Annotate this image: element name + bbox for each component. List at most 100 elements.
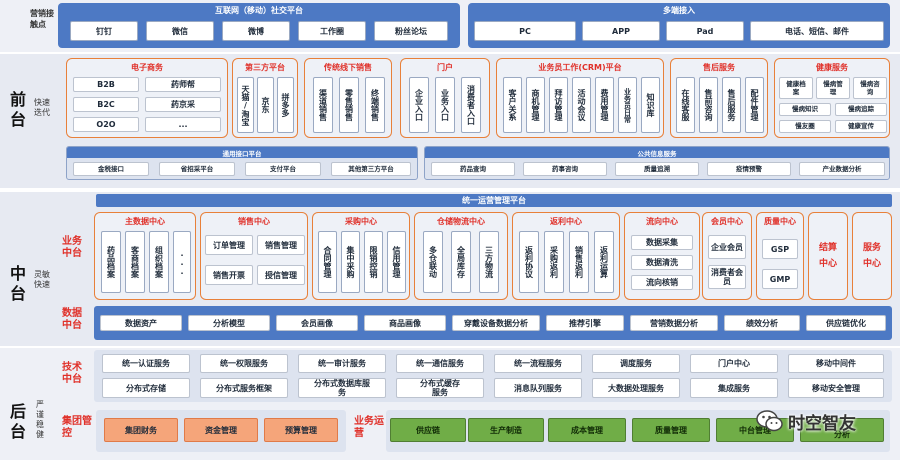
- data-item: 会员画像: [276, 315, 358, 331]
- multi-access-title: 多端接入: [663, 6, 695, 15]
- interface-item: 金税接口: [73, 162, 149, 176]
- crm-item: 知识库: [641, 77, 660, 133]
- flow-center: 流向中心 数据采集 数据清洗 流向核销: [624, 212, 700, 300]
- aftersale-item: 售后服务: [722, 77, 741, 133]
- ecommerce-item: O2O: [73, 117, 139, 132]
- flow-item: 数据采集: [631, 235, 693, 250]
- aftersale-item: 售前咨询: [699, 77, 718, 133]
- service-center: 服务中心: [852, 212, 892, 300]
- quality-center: 质量中心 GSP GMP: [756, 212, 804, 300]
- tech-item: 门户中心: [690, 354, 778, 373]
- social-item: 工作圈: [298, 21, 366, 41]
- social-item: 微博: [222, 21, 290, 41]
- access-item: APP: [582, 21, 660, 41]
- master-item: 药品档案: [101, 231, 121, 293]
- panel-title: 流向中心: [646, 217, 678, 226]
- common-interface-platform: 通用接口平台 金税接口 省招采平台 支付平台 其他第三方平台: [66, 146, 418, 180]
- social-item: 钉钉: [70, 21, 138, 41]
- health-item: 慢病知识: [779, 103, 831, 116]
- ops-item: 供应链: [390, 418, 466, 442]
- portal-panel: 门户 企业入口 业务入口 消费者入口: [400, 58, 490, 138]
- data-item: 分析模型: [188, 315, 270, 331]
- public-info-service: 公共信息服务 药品查询 药事咨询 质量追溯 疫情预警 产业数据分析: [424, 146, 890, 180]
- tech-item: 消息队列服务: [494, 378, 582, 398]
- health-item: 慢病管理: [816, 77, 850, 99]
- health-item: 健康宣传: [835, 120, 887, 133]
- member-center: 会员中心 企业会员 消费者会员: [702, 212, 752, 300]
- rebate-item: 返利运算: [594, 231, 614, 293]
- panel-title: 门户: [437, 63, 453, 72]
- sales-item: 销售开票: [205, 265, 253, 285]
- social-platform-title: 互联网（移动）社交平台: [215, 6, 303, 15]
- portal-item: 企业入口: [409, 77, 429, 133]
- ops-item: 分析: [800, 418, 884, 442]
- tech-item: 大数据处理服务: [592, 378, 680, 398]
- rebate-center: 返利中心 返利协议 采购返利 销售返利 返利运算: [512, 212, 620, 300]
- panel-title: 业务员工作(CRM)平台: [538, 63, 622, 72]
- panel-title: 质量中心: [764, 217, 796, 226]
- ops-item: 生产制造: [468, 418, 544, 442]
- multi-access: 多端接入 PC APP Pad 电话、短信、邮件: [468, 3, 890, 48]
- purchase-item: 集中采购: [341, 231, 360, 293]
- ecommerce-panel: 电子商务 B2B 药师帮 B2C 药京采 O2O ...: [66, 58, 228, 138]
- marketing-label: 营销接触点: [30, 9, 54, 29]
- panel-title: 会员中心: [711, 217, 743, 226]
- public-info-item: 产业数据分析: [799, 162, 885, 176]
- panel-title: 售后服务: [703, 63, 735, 72]
- public-info-item: 质量追溯: [615, 162, 699, 176]
- member-item: 企业会员: [708, 235, 746, 259]
- ecommerce-item: ...: [145, 117, 221, 132]
- group-item: 资金管理: [184, 418, 258, 442]
- health-item: 慢友圈: [779, 120, 831, 133]
- tech-middle-panel: 统一认证服务 统一权限服务 统一审计服务 统一通信服务 统一流程服务 调度服务 …: [94, 350, 892, 402]
- data-item: 推荐引擎: [546, 315, 624, 331]
- tech-item: 分布式存储: [102, 378, 190, 398]
- master-item: 客商档案: [125, 231, 145, 293]
- back-sub-label: 严谨稳健: [36, 400, 44, 439]
- traditional-item: 零售销售: [339, 77, 359, 133]
- quality-item: GSP: [762, 239, 798, 259]
- platform-title: 通用接口平台: [67, 147, 417, 158]
- access-item: PC: [474, 21, 576, 41]
- unified-ops-platform-title: 统一运营管理平台: [96, 194, 892, 207]
- public-info-item: 药事咨询: [523, 162, 607, 176]
- health-item: 慢病追踪: [835, 103, 887, 116]
- back-level-label: 后台: [10, 402, 27, 441]
- data-item: 绩效分析: [724, 315, 800, 331]
- data-middle-label: 数据中台: [62, 308, 82, 331]
- rebate-item: 采购返利: [544, 231, 564, 293]
- panel-title: 仓储物流中心: [437, 217, 485, 226]
- purchase-item: 合同管理: [318, 231, 337, 293]
- sales-item: 销售管理: [257, 235, 305, 255]
- purchase-item: 信用管理: [387, 231, 406, 293]
- crm-item: 拜访管理: [549, 77, 568, 133]
- panel-title: 返利中心: [550, 217, 582, 226]
- third-party-item: 京东: [257, 77, 274, 133]
- warehouse-logistics-center: 仓储物流中心 多仓联动 全局库存 三方物流: [414, 212, 508, 300]
- rebate-item: 销售返利: [569, 231, 589, 293]
- tech-item: 统一权限服务: [200, 354, 288, 373]
- ops-item: 质量管理: [632, 418, 710, 442]
- panel-title: 第三方平台: [245, 63, 285, 72]
- panel-title: 电子商务: [131, 63, 163, 72]
- biz-ops-label: 业务运营: [354, 416, 384, 439]
- ecommerce-item: B2B: [73, 77, 139, 92]
- ops-item: 中台管理: [716, 418, 794, 442]
- master-item: ...: [173, 231, 191, 293]
- front-sub-label: 快速迭代: [34, 98, 50, 117]
- purchase-item: 限销控销: [364, 231, 383, 293]
- group-item: 集团财务: [104, 418, 178, 442]
- health-item: 慢病咨询: [853, 77, 887, 99]
- interface-item: 支付平台: [245, 162, 321, 176]
- tech-item: 统一通信服务: [396, 354, 484, 373]
- ops-item: 成本管理: [548, 418, 626, 442]
- third-party-item: 拼多多: [277, 77, 294, 133]
- data-middle-bar: 数据资产 分析模型 会员画像 商品画像 穿戴设备数据分析 推荐引擎 营销数据分析…: [94, 306, 892, 340]
- wechat-icon: [756, 410, 783, 432]
- data-item: 供应链优化: [806, 315, 886, 331]
- access-item: 电话、短信、邮件: [750, 21, 884, 41]
- tech-item: 调度服务: [592, 354, 680, 373]
- data-item: 营销数据分析: [630, 315, 718, 331]
- tech-item: 分布式服务框架: [200, 378, 288, 398]
- panel-title: 采购中心: [345, 217, 377, 226]
